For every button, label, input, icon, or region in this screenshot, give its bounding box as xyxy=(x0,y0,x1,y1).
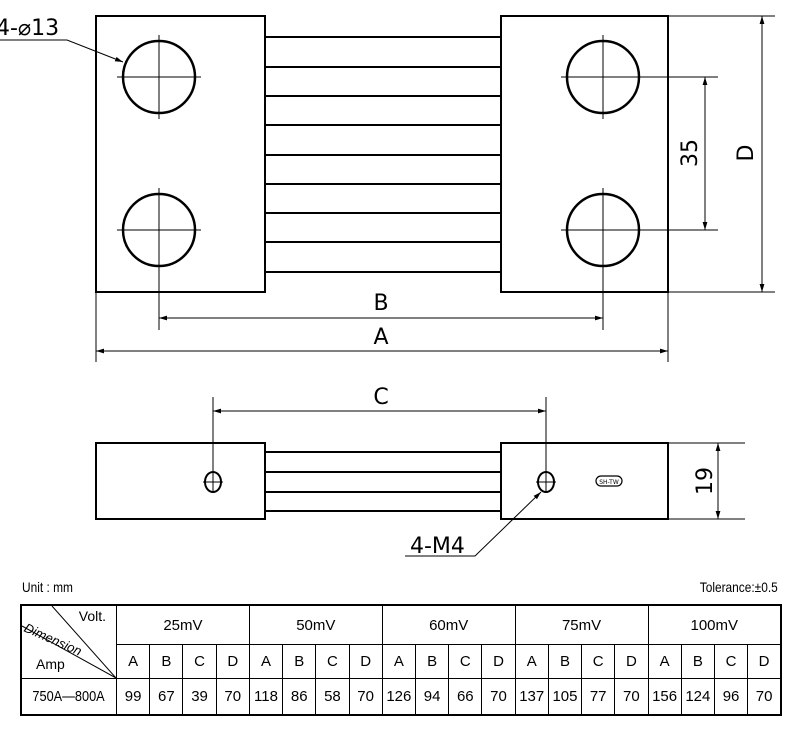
dimension-subheader: C xyxy=(315,644,350,679)
voltage-header: 60mV xyxy=(381,604,516,645)
dimension-subheader: A xyxy=(647,644,682,679)
hole-callout: 4-⌀13 xyxy=(0,16,59,41)
dimension-value-cell: 156 xyxy=(647,678,682,716)
corner-header: Volt. Dimension Amp xyxy=(20,604,117,679)
side-dimension-lines xyxy=(213,408,745,557)
dimension-subheader: C xyxy=(713,644,749,679)
dimension-value-cell: 94 xyxy=(414,678,450,716)
dimension-value-cell: 39 xyxy=(182,678,217,716)
dimension-subheader: B xyxy=(680,644,715,679)
dimension-subheader: D xyxy=(614,644,649,679)
dimension-value-cell: 66 xyxy=(448,678,483,716)
left-terminal-block-top xyxy=(95,15,266,293)
voltage-header: 100mV xyxy=(647,604,782,645)
dimension-value-cell: 77 xyxy=(581,678,616,716)
dimension-subheader: D xyxy=(215,644,250,679)
resistor-strips-side xyxy=(265,451,501,512)
dim-d-label: D xyxy=(734,145,759,162)
dimension-value-cell: 96 xyxy=(713,678,749,716)
dim-b-label: B xyxy=(373,291,388,316)
dimension-subheader: C xyxy=(448,644,483,679)
right-terminal-block-side xyxy=(500,442,669,520)
corner-diagonals xyxy=(22,606,116,678)
dim-35-label: 35 xyxy=(678,139,703,167)
dimension-subheader: B xyxy=(149,644,184,679)
dimension-value-cell: 58 xyxy=(315,678,350,716)
dim-a-label: A xyxy=(373,325,388,350)
dimension-subheader: D xyxy=(481,644,516,679)
dimension-value-cell: 99 xyxy=(115,678,151,716)
voltage-header: 25mV xyxy=(116,604,250,645)
resistor-strips-top xyxy=(265,36,501,273)
logo-badge xyxy=(595,475,623,487)
dimension-value-cell: 67 xyxy=(149,678,184,716)
dimension-subheader: C xyxy=(581,644,616,679)
thread-callout: 4-M4 xyxy=(410,534,465,559)
amp-range-cell: 750A—800A xyxy=(20,678,117,716)
dimension-value-cell: 118 xyxy=(248,678,284,716)
dimension-value-cell: 105 xyxy=(547,678,583,716)
shunt-drawing: SH-TW 4-⌀13 B A 35 D C 19 4-M4 xyxy=(0,15,775,559)
volt-label: Volt. xyxy=(78,608,106,624)
left-terminal-block-side xyxy=(95,442,266,520)
dimension-value-cell: 124 xyxy=(680,678,715,716)
dimension-table: Volt. Dimension Amp 25mV 50mV 60mV 75mV … xyxy=(20,604,782,716)
dimension-subheader: A xyxy=(248,644,284,679)
logo-text: SH-TW xyxy=(599,479,619,486)
right-terminal-block-top xyxy=(500,15,669,293)
dimension-subheader: B xyxy=(547,644,583,679)
dimension-subheader: A xyxy=(514,644,549,679)
dim-19-label: 19 xyxy=(693,467,718,495)
dimension-subheader: C xyxy=(182,644,217,679)
dimension-value-cell: 70 xyxy=(215,678,250,716)
dimension-subheader: B xyxy=(282,644,317,679)
unit-label: Unit : mm xyxy=(22,579,73,595)
dimension-subheader: D xyxy=(747,644,782,679)
voltage-header: 50mV xyxy=(248,604,383,645)
dimension-subheader: B xyxy=(414,644,450,679)
amp-range-text: 750A—800A xyxy=(32,688,106,705)
mounting-holes-top xyxy=(117,35,645,330)
dimension-value-cell: 70 xyxy=(614,678,649,716)
dimension-lines xyxy=(95,15,775,362)
dimension-subheader: D xyxy=(348,644,383,679)
dim-c-label: C xyxy=(373,385,388,410)
dimension-subheader: A xyxy=(381,644,416,679)
dimension-value-cell: 70 xyxy=(747,678,782,716)
amp-label: Amp xyxy=(36,656,65,672)
dimension-subheader: A xyxy=(115,644,151,679)
dimension-value-cell: 126 xyxy=(381,678,416,716)
tolerance-label: Tolerance:±0.5 xyxy=(700,579,778,595)
voltage-header: 75mV xyxy=(514,604,649,645)
dimension-value-cell: 137 xyxy=(514,678,549,716)
dimension-value-cell: 86 xyxy=(282,678,317,716)
dimension-value-cell: 70 xyxy=(481,678,516,716)
hole-callout-leader xyxy=(0,39,124,63)
dimension-value-cell: 70 xyxy=(348,678,383,716)
